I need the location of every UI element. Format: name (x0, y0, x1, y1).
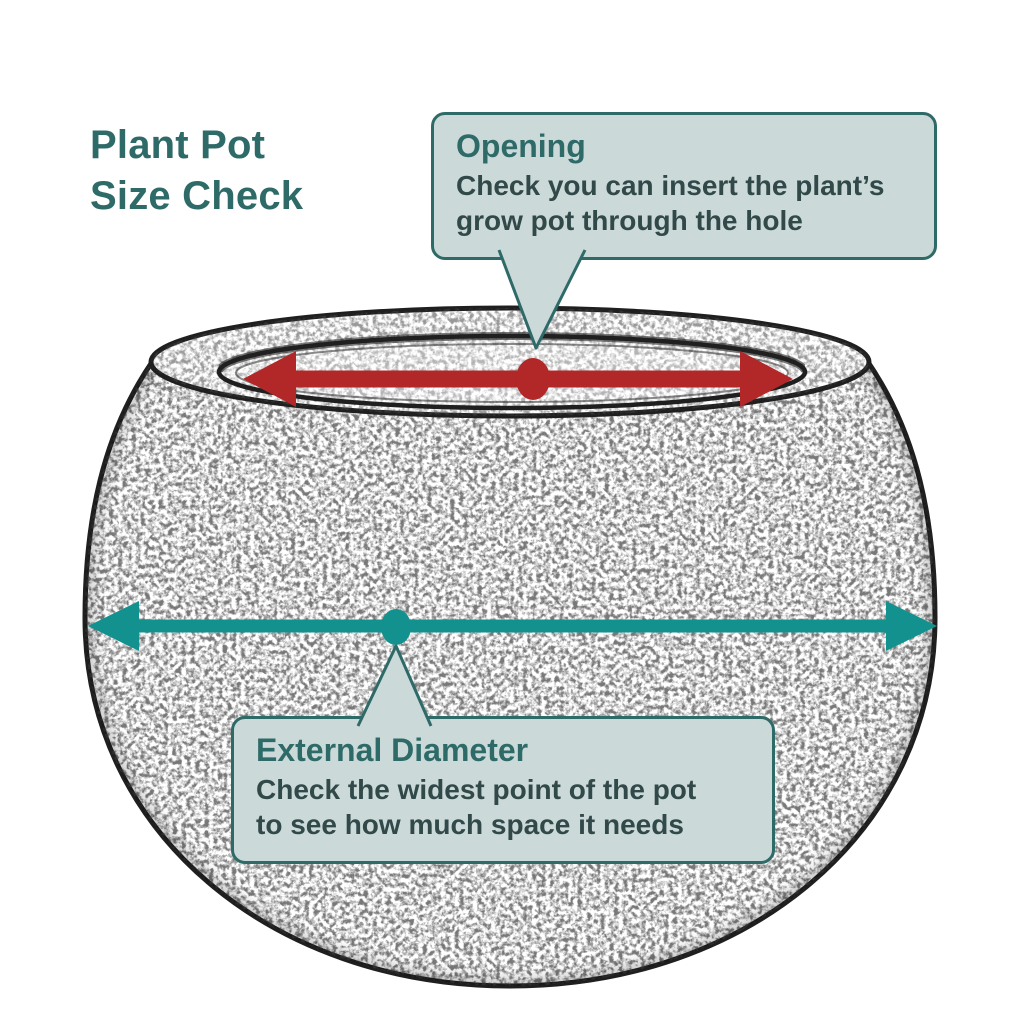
callout-opening: Opening Check you can insert the plant’s… (431, 112, 937, 260)
opening-center-dot (516, 358, 550, 400)
callout-external-diameter: External Diameter Check the widest point… (231, 716, 775, 864)
diameter-center-dot (381, 609, 411, 645)
callout-opening-body: Check you can insert the plant’s grow po… (456, 169, 885, 236)
diameter-arrowhead-left (88, 601, 139, 651)
callout-external-diameter-body: Check the widest point of the pot to see… (256, 773, 697, 840)
diameter-arrowhead-right (886, 601, 937, 651)
external-diameter-arrow (88, 601, 937, 651)
callout-opening-title: Opening (456, 128, 586, 164)
page-title: Plant Pot Size Check (90, 123, 304, 219)
callout-external-diameter-title: External Diameter (256, 732, 529, 768)
opening-arrowhead-left (243, 351, 296, 407)
opening-width-arrow (243, 351, 793, 407)
opening-arrowhead-right (740, 351, 793, 407)
